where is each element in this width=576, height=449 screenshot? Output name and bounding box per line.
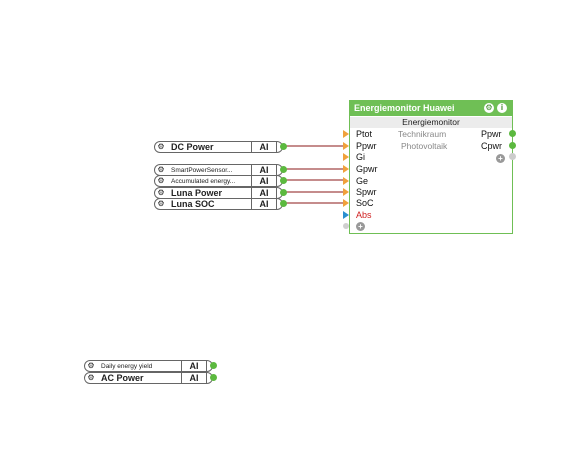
input-pin-ppwr[interactable]: Ppwr: [356, 141, 377, 151]
input-marker-spwr[interactable]: [343, 188, 349, 196]
input-pin-abs[interactable]: Abs: [356, 210, 372, 220]
block-header[interactable]: Energiemonitor Huawei ⚙ i: [350, 101, 512, 116]
output-connector-extra[interactable]: [509, 153, 516, 160]
input-pin-gi[interactable]: Gi: [356, 152, 365, 162]
gear-icon[interactable]: ⚙: [484, 103, 494, 113]
input-marker-soc[interactable]: [343, 199, 349, 207]
add-input-icon[interactable]: +: [356, 222, 365, 231]
input-pin-soc[interactable]: SoC: [356, 198, 374, 208]
output-pin-cpwr[interactable]: Cpwr: [481, 141, 503, 151]
tile-type: AI: [259, 176, 269, 186]
input-pin-spwr[interactable]: Spwr: [356, 187, 377, 197]
input-pin-gpwr[interactable]: Gpwr: [356, 164, 378, 174]
block-category: Photovoltaik: [401, 141, 448, 151]
input-marker-gi[interactable]: [343, 153, 349, 161]
tile-separator: [206, 361, 207, 371]
tile-separator: [276, 199, 277, 209]
output-connector[interactable]: [280, 189, 287, 196]
tile-label: Luna SOC: [171, 199, 215, 209]
info-icon[interactable]: i: [497, 103, 507, 113]
input-tile-ac-power[interactable]: ⚙ AC Power AI: [84, 372, 217, 384]
tile-separator: [276, 142, 277, 152]
output-connector-ppwr[interactable]: [509, 130, 516, 137]
input-tile-accumulated-energy[interactable]: ⚙ Accumulated energy... AI: [154, 175, 287, 187]
tile-label: Daily energy yield: [101, 363, 153, 370]
output-pin-ppwr[interactable]: Ppwr: [481, 129, 502, 139]
tile-separator: [251, 142, 252, 152]
input-marker-gpwr[interactable]: [343, 165, 349, 173]
tile-separator: [276, 188, 277, 198]
tile-separator: [181, 373, 182, 383]
block-type: Energiemonitor: [350, 117, 512, 128]
input-marker-ppwr[interactable]: [343, 142, 349, 150]
output-connector[interactable]: [280, 143, 287, 150]
tile-label: Luna Power: [171, 188, 223, 198]
gear-icon[interactable]: ⚙: [157, 199, 165, 208]
tile-type: AI: [189, 373, 199, 383]
output-connector[interactable]: [280, 200, 287, 207]
tile-separator: [276, 165, 277, 175]
tile-label: AC Power: [101, 373, 144, 383]
input-marker-ge[interactable]: [343, 177, 349, 185]
output-connector[interactable]: [210, 362, 217, 369]
tile-label: Accumulated energy...: [171, 178, 236, 185]
tile-separator: [251, 188, 252, 198]
gear-icon[interactable]: ⚙: [157, 188, 165, 197]
input-marker-extra[interactable]: [343, 223, 349, 229]
tile-label: DC Power: [171, 142, 214, 152]
input-tile-luna-soc[interactable]: ⚙ Luna SOC AI: [154, 198, 287, 210]
input-tile-daily-energy-yield[interactable]: ⚙ Daily energy yield AI: [84, 360, 217, 372]
output-connector-cpwr[interactable]: [509, 142, 516, 149]
block-title: Energiemonitor Huawei: [354, 103, 455, 113]
gear-icon[interactable]: ⚙: [157, 165, 165, 174]
tile-separator: [251, 165, 252, 175]
gear-icon[interactable]: ⚙: [87, 373, 95, 382]
input-tile-dc-power[interactable]: ⚙ DC Power AI: [154, 141, 287, 153]
input-pin-ptot[interactable]: Ptot: [356, 129, 373, 139]
tile-separator: [276, 176, 277, 186]
tile-separator: [181, 361, 182, 371]
input-marker-ptot[interactable]: [343, 130, 349, 138]
input-marker-abs[interactable]: [343, 211, 349, 219]
tile-type: AI: [259, 142, 269, 152]
tile-separator: [206, 373, 207, 383]
gear-icon[interactable]: ⚙: [157, 176, 165, 185]
block-location: Technikraum: [398, 129, 447, 139]
output-connector[interactable]: [280, 177, 287, 184]
gear-icon[interactable]: ⚙: [157, 142, 165, 151]
add-output-icon[interactable]: +: [496, 154, 505, 163]
output-connector[interactable]: [280, 166, 287, 173]
tile-type: AI: [259, 199, 269, 209]
gear-icon[interactable]: ⚙: [87, 361, 95, 370]
tile-type: AI: [259, 188, 269, 198]
tile-separator: [251, 199, 252, 209]
tile-separator: [251, 176, 252, 186]
output-connector[interactable]: [210, 374, 217, 381]
input-pin-ge[interactable]: Ge: [356, 176, 369, 186]
energiemonitor-block[interactable]: Energiemonitor Huawei ⚙ i Energiemonitor…: [349, 100, 513, 234]
tile-type: AI: [189, 361, 199, 371]
tile-type: AI: [259, 165, 269, 175]
tile-label: SmartPowerSensor...: [171, 167, 233, 174]
